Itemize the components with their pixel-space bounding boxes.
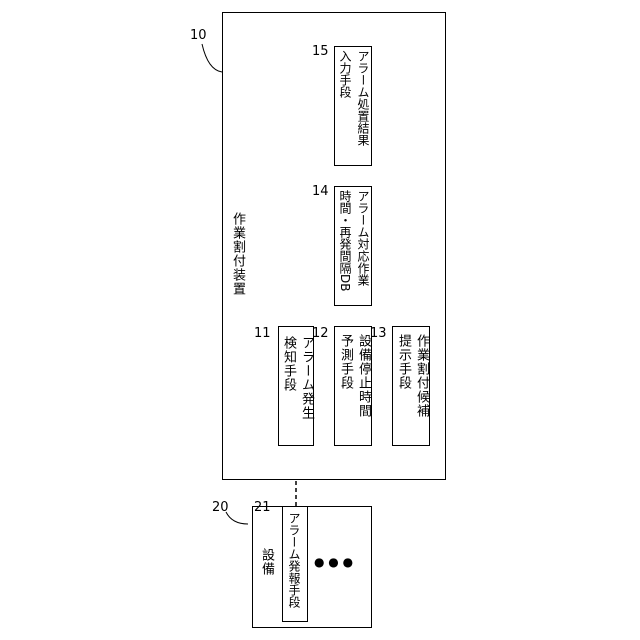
leader-20: [226, 512, 248, 524]
ref-13: 13: [370, 326, 387, 341]
response-db-label: アラーム対応作業 時間・再発間隔DB: [336, 190, 372, 291]
alarm-detect-label: アラーム発生 検知手段: [279, 336, 315, 420]
ref-11: 11: [254, 326, 271, 341]
leader-10: [202, 44, 222, 72]
ref-10: 10: [190, 28, 207, 43]
ref-12: 12: [312, 326, 329, 341]
ref-14: 14: [312, 184, 329, 199]
stop-predict-label: 設備停止時間 予測手段: [336, 334, 372, 418]
ref-15: 15: [312, 44, 329, 59]
candidate-present-label: 作業割付候補 提示手段: [394, 334, 430, 418]
result-input-label: アラーム処置結果 入力手段: [336, 50, 372, 146]
ellipsis-2: [334, 556, 336, 558]
device-title: 作業割付装置: [228, 212, 246, 296]
alarm-report-label: アラーム発報手段: [285, 512, 303, 608]
ref-21: 21: [254, 500, 271, 515]
ref-20: 20: [212, 500, 229, 515]
equipment-title: 設備: [257, 548, 275, 576]
